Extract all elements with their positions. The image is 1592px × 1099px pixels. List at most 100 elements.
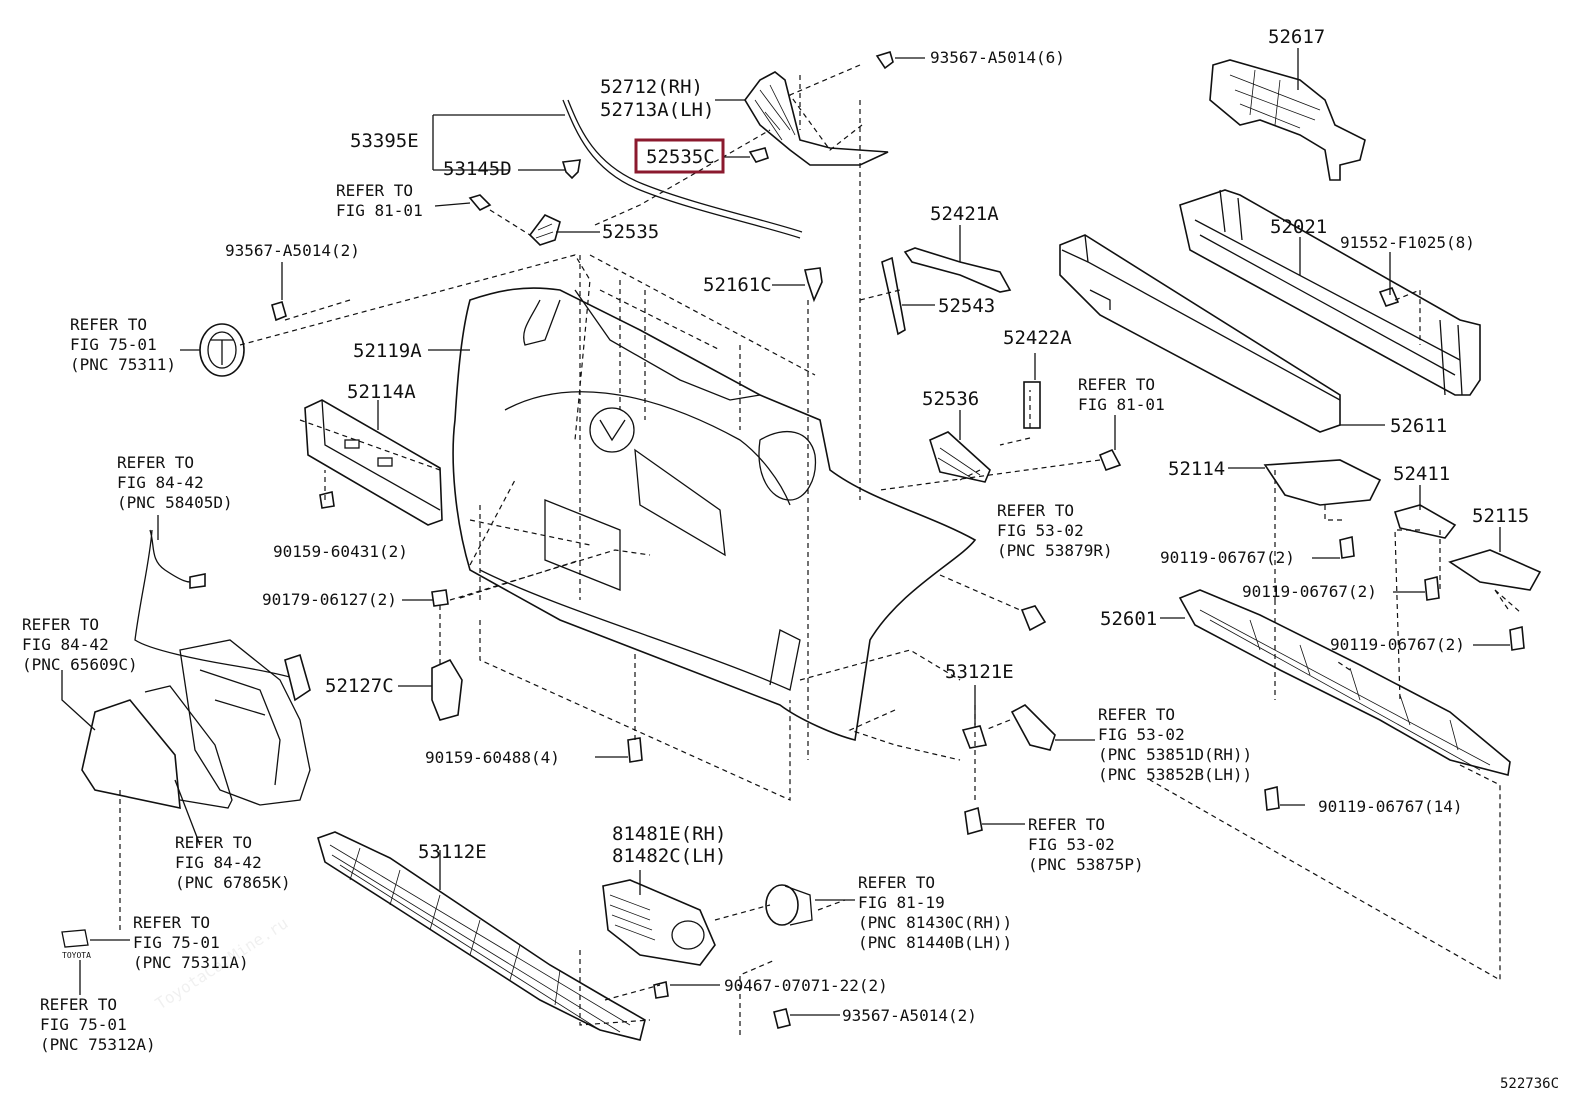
bracket-52617 bbox=[1209, 59, 1366, 181]
label-91552: 91552-F1025(8) bbox=[1340, 233, 1475, 252]
bolt-93567-left bbox=[271, 301, 287, 322]
label-52422: 52422A bbox=[1003, 327, 1072, 349]
undercover-52601 bbox=[1178, 589, 1511, 776]
license-bracket-52114a bbox=[304, 399, 443, 526]
label-52114a: 52114A bbox=[347, 381, 416, 403]
refer-84-42-c-line2: FIG 84-42 bbox=[175, 853, 262, 872]
refer-81-19-line4: (PNC 81440B(LH)) bbox=[858, 933, 1012, 952]
label-52161: 52161C bbox=[703, 274, 772, 296]
bolt-93567-bottom bbox=[773, 1008, 791, 1029]
label-52601: 52601 bbox=[1100, 608, 1157, 630]
label-90119-d: 90119-06767(14) bbox=[1318, 797, 1463, 816]
label-90119-c: 90119-06767(2) bbox=[1330, 635, 1465, 654]
label-52114: 52114 bbox=[1168, 458, 1225, 480]
bolt-90119-b bbox=[1424, 575, 1440, 601]
label-52543: 52543 bbox=[938, 295, 995, 317]
refer-81-01-a-line2: FIG 81-01 bbox=[336, 201, 423, 220]
refer-84-42-c-line3: (PNC 67865K) bbox=[175, 873, 291, 892]
refer-84-42-b-line2: FIG 84-42 bbox=[22, 635, 109, 654]
grille-ornament-52712 bbox=[744, 71, 889, 166]
refer-53-02-c-line2: FIG 53-02 bbox=[1028, 835, 1115, 854]
label-52617: 52617 bbox=[1268, 26, 1325, 48]
clip-52535c bbox=[748, 147, 769, 163]
spacer-52422a bbox=[1023, 381, 1041, 429]
bracket-refer-53-02 bbox=[1010, 704, 1056, 751]
label-52713: 52713A(LH) bbox=[600, 99, 714, 121]
diagram-code: 522736C bbox=[1500, 1076, 1559, 1092]
label-90159-488: 90159-60488(4) bbox=[425, 748, 560, 767]
cover-52114 bbox=[1263, 459, 1382, 506]
emblem-plate bbox=[61, 929, 89, 948]
bolt-91552 bbox=[1378, 287, 1400, 307]
refer-84-42-a-line2: FIG 84-42 bbox=[117, 473, 204, 492]
refer-81-01-b-line2: FIG 81-01 bbox=[1078, 395, 1165, 414]
label-53112: 53112E bbox=[418, 841, 487, 863]
refer-84-42-a-line3: (PNC 58405D) bbox=[117, 493, 233, 512]
refer-53-02-a-line2: FIG 53-02 bbox=[997, 521, 1084, 540]
bracket-52115 bbox=[1448, 549, 1542, 591]
screw-refer-53875p bbox=[964, 806, 983, 836]
label-90119-b: 90119-06767(2) bbox=[1242, 582, 1377, 601]
bracket-52536 bbox=[929, 431, 991, 483]
refer-81-19-line3: (PNC 81430C(RH)) bbox=[858, 913, 1012, 932]
assembly-lines bbox=[119, 64, 1521, 1035]
label-52411: 52411 bbox=[1393, 463, 1450, 485]
clip-52161c bbox=[804, 267, 823, 303]
refer-81-19-line2: FIG 81-19 bbox=[858, 893, 945, 912]
refer-75-01-c-line3: (PNC 75312A) bbox=[40, 1035, 156, 1054]
bolt-90467 bbox=[653, 981, 669, 999]
fog-lamp-unit bbox=[765, 884, 813, 926]
clip-90179 bbox=[431, 589, 449, 607]
label-81481: 81481E(RH) bbox=[612, 823, 726, 845]
fog-bracket-assembly bbox=[179, 639, 311, 806]
refer-81-01-b-line1: REFER TO bbox=[1078, 375, 1155, 394]
refer-53-02-a-line3: (PNC 53879R) bbox=[997, 541, 1113, 560]
toyota-emblem bbox=[199, 323, 245, 377]
label-90159-431: 90159-60431(2) bbox=[273, 542, 408, 561]
refer-75-01-c-line2: FIG 75-01 bbox=[40, 1015, 127, 1034]
strip-52543 bbox=[881, 256, 906, 336]
label-52421: 52421A bbox=[930, 203, 999, 225]
label-52119: 52119A bbox=[353, 340, 422, 362]
bolt-90159-488 bbox=[627, 737, 643, 763]
label-93567-left: 93567-A5014(2) bbox=[225, 241, 360, 260]
clip-53145d bbox=[561, 159, 581, 180]
label-90467: 90467-07071-22(2) bbox=[724, 976, 888, 995]
bolt-90119-a bbox=[1339, 536, 1355, 559]
refer-75-01-a-line2: FIG 75-01 bbox=[70, 335, 157, 354]
lower-grille-53112e bbox=[317, 831, 646, 1041]
refer-53-02-c-line1: REFER TO bbox=[1028, 815, 1105, 834]
absorber-52611 bbox=[1059, 234, 1341, 433]
refer-53-02-b-line1: REFER TO bbox=[1098, 705, 1175, 724]
label-90119-a: 90119-06767(2) bbox=[1160, 548, 1295, 567]
label-52127: 52127C bbox=[325, 675, 394, 697]
refer-53-02-c-line3: (PNC 53875P) bbox=[1028, 855, 1144, 874]
refer-75-01-b-line2: FIG 75-01 bbox=[133, 933, 220, 952]
label-52611: 52611 bbox=[1390, 415, 1447, 437]
label-53145: 53145D bbox=[443, 158, 512, 180]
reinforcement-52021 bbox=[1179, 189, 1481, 396]
fog-cover-81481e bbox=[602, 879, 716, 966]
label-52021: 52021 bbox=[1270, 216, 1327, 238]
bolt-refer-81-01 bbox=[1098, 448, 1122, 472]
bracket-52411 bbox=[1393, 504, 1457, 539]
refer-81-19-line1: REFER TO bbox=[858, 873, 935, 892]
leader-lines bbox=[61, 48, 1510, 1016]
label-53395: 53395E bbox=[350, 130, 419, 152]
refer-53-02-a-line1: REFER TO bbox=[997, 501, 1074, 520]
bolt-93567-top bbox=[875, 50, 894, 70]
fog-lamp-lens bbox=[81, 699, 181, 810]
label-81482: 81482C(LH) bbox=[612, 845, 726, 867]
label-52536: 52536 bbox=[922, 388, 979, 410]
label-52535: 52535 bbox=[602, 221, 659, 243]
clip-refer-53-02 bbox=[1020, 605, 1047, 632]
refer-53-02-b-line4: (PNC 53852B(LH)) bbox=[1098, 765, 1252, 784]
connector-plug bbox=[189, 573, 206, 589]
refer-81-01-a-line1: REFER TO bbox=[336, 181, 413, 200]
refer-84-42-c-line1: REFER TO bbox=[175, 833, 252, 852]
fog-lamp-gasket bbox=[144, 685, 233, 809]
label-93567-bottom: 93567-A5014(2) bbox=[842, 1006, 977, 1025]
bolt-90159-431 bbox=[319, 491, 335, 509]
label-52115: 52115 bbox=[1472, 505, 1529, 527]
